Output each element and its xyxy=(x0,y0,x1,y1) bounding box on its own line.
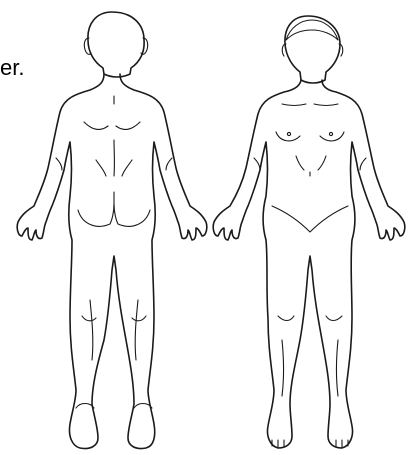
front-abdomen-right xyxy=(318,156,326,170)
back-calf-right xyxy=(135,300,138,360)
front-shin-left xyxy=(282,340,284,396)
back-elbow-right xyxy=(166,158,172,170)
back-calf-left xyxy=(90,300,93,360)
front-pelvis xyxy=(272,206,348,232)
front-knee-left xyxy=(278,316,294,321)
back-waist-right xyxy=(122,160,132,176)
back-knee-right xyxy=(132,316,146,321)
front-elbow-right xyxy=(360,158,366,170)
back-scapula-right xyxy=(116,122,140,129)
front-collarbone-left xyxy=(282,104,306,106)
front-body-outline xyxy=(213,80,405,448)
front-collarbone-right xyxy=(314,104,338,106)
back-scapula-left xyxy=(84,122,108,129)
front-shin-right xyxy=(337,340,339,396)
front-nipple-left xyxy=(287,132,290,135)
front-abdomen-left xyxy=(296,156,304,170)
back-knee-left xyxy=(82,316,96,321)
front-knee-right xyxy=(326,316,342,321)
back-head xyxy=(88,12,144,77)
back-body-outline xyxy=(17,74,207,449)
front-head xyxy=(285,16,340,83)
back-waist-left xyxy=(96,160,106,176)
front-view-figure xyxy=(213,16,405,448)
front-elbow-left xyxy=(254,158,260,170)
back-elbow-left xyxy=(56,158,62,170)
front-nipple-right xyxy=(329,132,332,135)
back-view-figure xyxy=(17,12,207,449)
